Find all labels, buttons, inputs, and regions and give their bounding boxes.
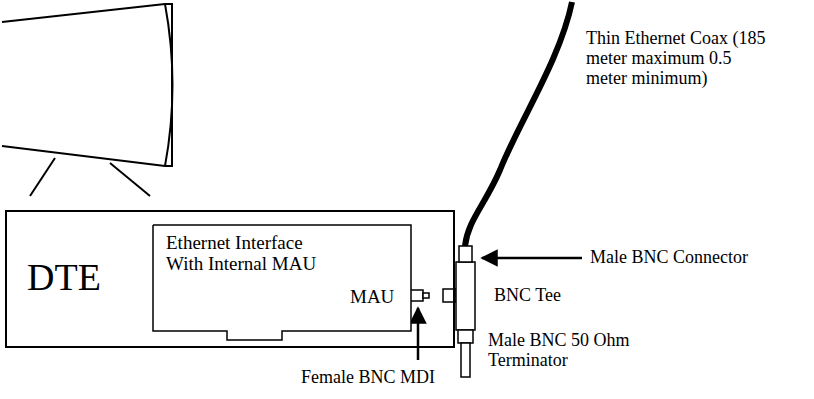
bnc-tee-body (456, 262, 475, 330)
pointer-arrow (417, 308, 420, 360)
monitor-screen (165, 4, 173, 166)
dte-label: DTE (27, 256, 137, 299)
mau-label: MAU (350, 286, 408, 307)
monitor-stand (110, 163, 150, 196)
connector-label: Male BNC Connector (590, 247, 790, 267)
mau-port (409, 290, 429, 301)
terminator-collar (458, 330, 473, 343)
coax-cable (465, 2, 572, 246)
terminator-label: Male BNC 50 Ohm Terminator (488, 330, 653, 370)
pointer-arrow (482, 257, 582, 260)
card-label: Ethernet Interface With Internal MAU (166, 232, 331, 275)
male-bnc-connector (459, 246, 472, 262)
monitor-body (2, 4, 172, 166)
bnc-female-pin (423, 293, 429, 298)
dte-box: DTE Ethernet Interface With Internal MAU M… (5, 210, 455, 348)
monitor (2, 4, 173, 196)
card-outline-path (153, 225, 411, 340)
interface-card: Ethernet Interface With Internal MAU MAU (152, 224, 412, 332)
tee-label: BNC Tee (494, 285, 614, 305)
bnc-tee (443, 246, 475, 377)
monitor-stand (30, 158, 55, 196)
terminator-body (461, 343, 470, 377)
mdi-label: Female BNC MDI (258, 367, 478, 387)
cable-label: Thin Ethernet Coax (185 meter maximum 0.… (586, 28, 766, 88)
